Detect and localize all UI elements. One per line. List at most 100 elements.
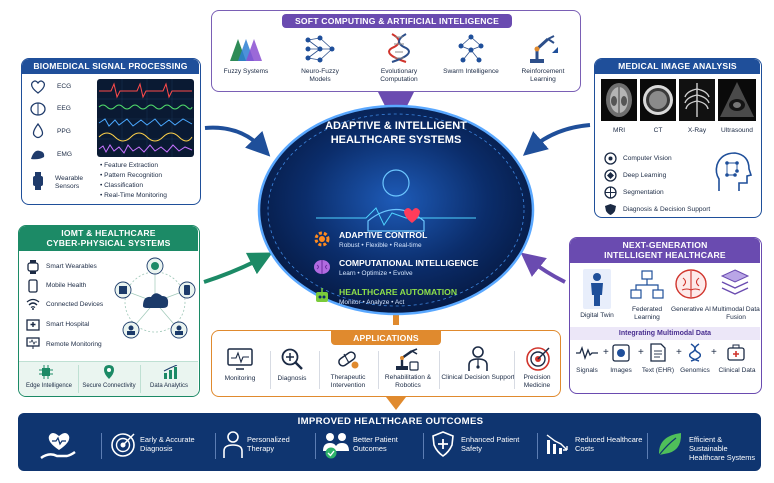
med-item-label: Diagnosis & Decision Support: [623, 206, 711, 213]
soft-computing-title: SOFT COMPUTING & ARTIFICIAL INTELIGENCE: [282, 14, 512, 28]
signal-item-label: EMG: [57, 151, 73, 158]
hub-row-title: HEALTHCARE AUTOMATION: [339, 287, 458, 297]
mri-image: [601, 79, 637, 121]
wifi-icon: [26, 298, 40, 310]
med-image-label: CT: [653, 127, 663, 134]
analytics-icon: [163, 365, 179, 379]
outcome-label: Enhanced Patient Safety: [461, 435, 520, 453]
outcomes-title: IMPROVED HEALTHCARE OUTCOMES: [297, 416, 484, 427]
signal-bullet: • Real-Time Monitoring: [100, 192, 167, 199]
digital-twin-icon: [583, 269, 611, 309]
brain-icon: [312, 257, 332, 277]
arrow-signal-to-hub: [204, 125, 271, 157]
med-image-label: Ultrasound: [721, 127, 753, 134]
clinical-kit-icon: [727, 344, 745, 361]
next-item-label: Federated Learning: [631, 306, 663, 321]
divider: [101, 433, 102, 459]
target-icon: [525, 346, 551, 372]
hub-row-title: COMPUTATIONAL INTELLIGENCE: [339, 258, 479, 268]
patients-check-icon: [321, 431, 351, 459]
data-fusion-icon: [720, 269, 750, 295]
divider: [378, 351, 379, 389]
divider: [140, 365, 141, 393]
next-gen-title: NEXT-GENERATION INTELLIGENT HEALTHCARE: [570, 238, 760, 263]
iomt-item-label: Mobile Health: [46, 282, 87, 289]
divider: [439, 351, 440, 389]
chart-down-icon: [545, 432, 569, 456]
signal-bullet-text: Classification: [104, 182, 143, 189]
network-icon: [304, 34, 336, 64]
iomt-footer-label: Edge Intelligence: [25, 383, 73, 389]
outcomes-panel: IMPROVED HEALTHCARE OUTCOMES Early & Acc…: [18, 413, 761, 471]
signal-item-label: EEG: [57, 105, 71, 112]
next-subtitle: Integrating Multimodal Data: [570, 327, 760, 340]
next-data-label: Text (EHR): [641, 367, 675, 374]
hospital-icon: [26, 317, 40, 331]
app-item-label: Rehabilitation & Robotics: [384, 374, 432, 389]
generative-ai-icon: [675, 269, 707, 299]
app-item-label: Therapeutic Intervention: [330, 374, 366, 389]
watch-icon: [27, 260, 39, 274]
next-item-label: Multimodal Data Fusion: [712, 306, 760, 321]
signal-bullet: • Classification: [100, 182, 143, 189]
person-icon: [223, 431, 243, 459]
divider: [423, 433, 424, 459]
next-gen-panel: NEXT-GENERATION INTELLIGENT HEALTHCARE D…: [569, 237, 762, 394]
drop-icon: [32, 123, 44, 139]
next-data-label: Genomics: [680, 367, 710, 374]
federated-learning-icon: [630, 270, 664, 299]
leaf-icon: [656, 430, 684, 458]
soft-item-label: Neuro-Fuzzy Models: [301, 68, 339, 83]
doctor-icon: [467, 346, 489, 372]
hub-heart-icon: [404, 208, 420, 223]
plus-sign: +: [638, 347, 644, 358]
iomt-panel: IOMT & HEALTHCARE CYBER-PHYSICAL SYSTEMS…: [18, 225, 200, 397]
app-item-label: Monitoring: [224, 375, 256, 382]
fuzzy-icon: [228, 35, 264, 63]
divider: [270, 351, 271, 389]
hub-row-sub: Robust • Flexible • Real-time: [339, 242, 422, 249]
divider: [647, 433, 648, 459]
image-scan-icon: [612, 344, 630, 362]
outcome-label: Efficient & Sustainable Healthcare Syste…: [689, 435, 756, 462]
applications-title: APPLICATIONS: [331, 331, 441, 345]
arrow-iomt-to-hub: [203, 252, 273, 284]
soft-item-label: Reinforcement Learning: [521, 68, 565, 83]
med-image-label: X-Ray: [687, 127, 707, 134]
med-image-label: MRI: [612, 127, 626, 134]
signal-item-label: PPG: [57, 128, 71, 135]
divider: [537, 433, 538, 459]
heartbeat-line: [316, 207, 476, 227]
med-item-label: Computer Vision: [623, 155, 672, 162]
signal-bullet-text: Pattern Recognition: [104, 172, 163, 179]
signal-bullet: • Feature Extraction: [100, 162, 159, 169]
app-item-label: Precision Medicine: [523, 374, 551, 389]
soft-item-label: Swarm Intelligence: [443, 68, 499, 75]
hub-row-sub: Learn • Optimize • Evolve: [339, 270, 413, 277]
iomt-item-label: Smart Wearables: [46, 263, 97, 270]
signal-bullet-text: Real-Time Monitoring: [104, 192, 167, 199]
next-item-label: Digital Twin: [580, 312, 614, 319]
next-gen-title-line2: INTELLIGENT HEALTHCARE: [604, 249, 726, 260]
divider: [215, 433, 216, 459]
muscle-icon: [30, 147, 46, 161]
medical-image-panel: MEDICAL IMAGE ANALYSIS MRI CT X-Ray Ultr…: [594, 58, 762, 218]
applications-panel: APPLICATIONS Monitoring Diagnosis Therap…: [211, 330, 561, 397]
robot-icon: [312, 286, 332, 306]
signal-processing-title: BIOMEDICAL SIGNAL PROCESSING: [22, 59, 199, 74]
outcome-label: Better Patient Outcomes: [353, 435, 398, 453]
head-circuit-icon: [715, 152, 753, 191]
eye-icon: [604, 152, 617, 165]
signal-bullet: • Pattern Recognition: [100, 172, 163, 179]
soft-computing-panel: SOFT COMPUTING & ARTIFICIAL INTELIGENCE …: [211, 10, 581, 92]
hub-title-line1: ADAPTIVE & INTELLIGENT: [325, 120, 467, 132]
iomt-title: IOMT & HEALTHCARE CYBER-PHYSICAL SYSTEMS: [19, 226, 198, 251]
app-item-label: Clinical Decision Support: [441, 374, 515, 381]
lock-location-icon: [103, 364, 115, 380]
shield-icon: [432, 431, 454, 457]
outcome-label: Personalized Therapy: [247, 435, 290, 453]
iomt-footer-label: Data Analytics: [149, 383, 189, 389]
ultrasound-image: [718, 79, 756, 121]
waveform-monitor: [97, 79, 194, 157]
next-data-label: Clinical Data: [718, 367, 756, 374]
